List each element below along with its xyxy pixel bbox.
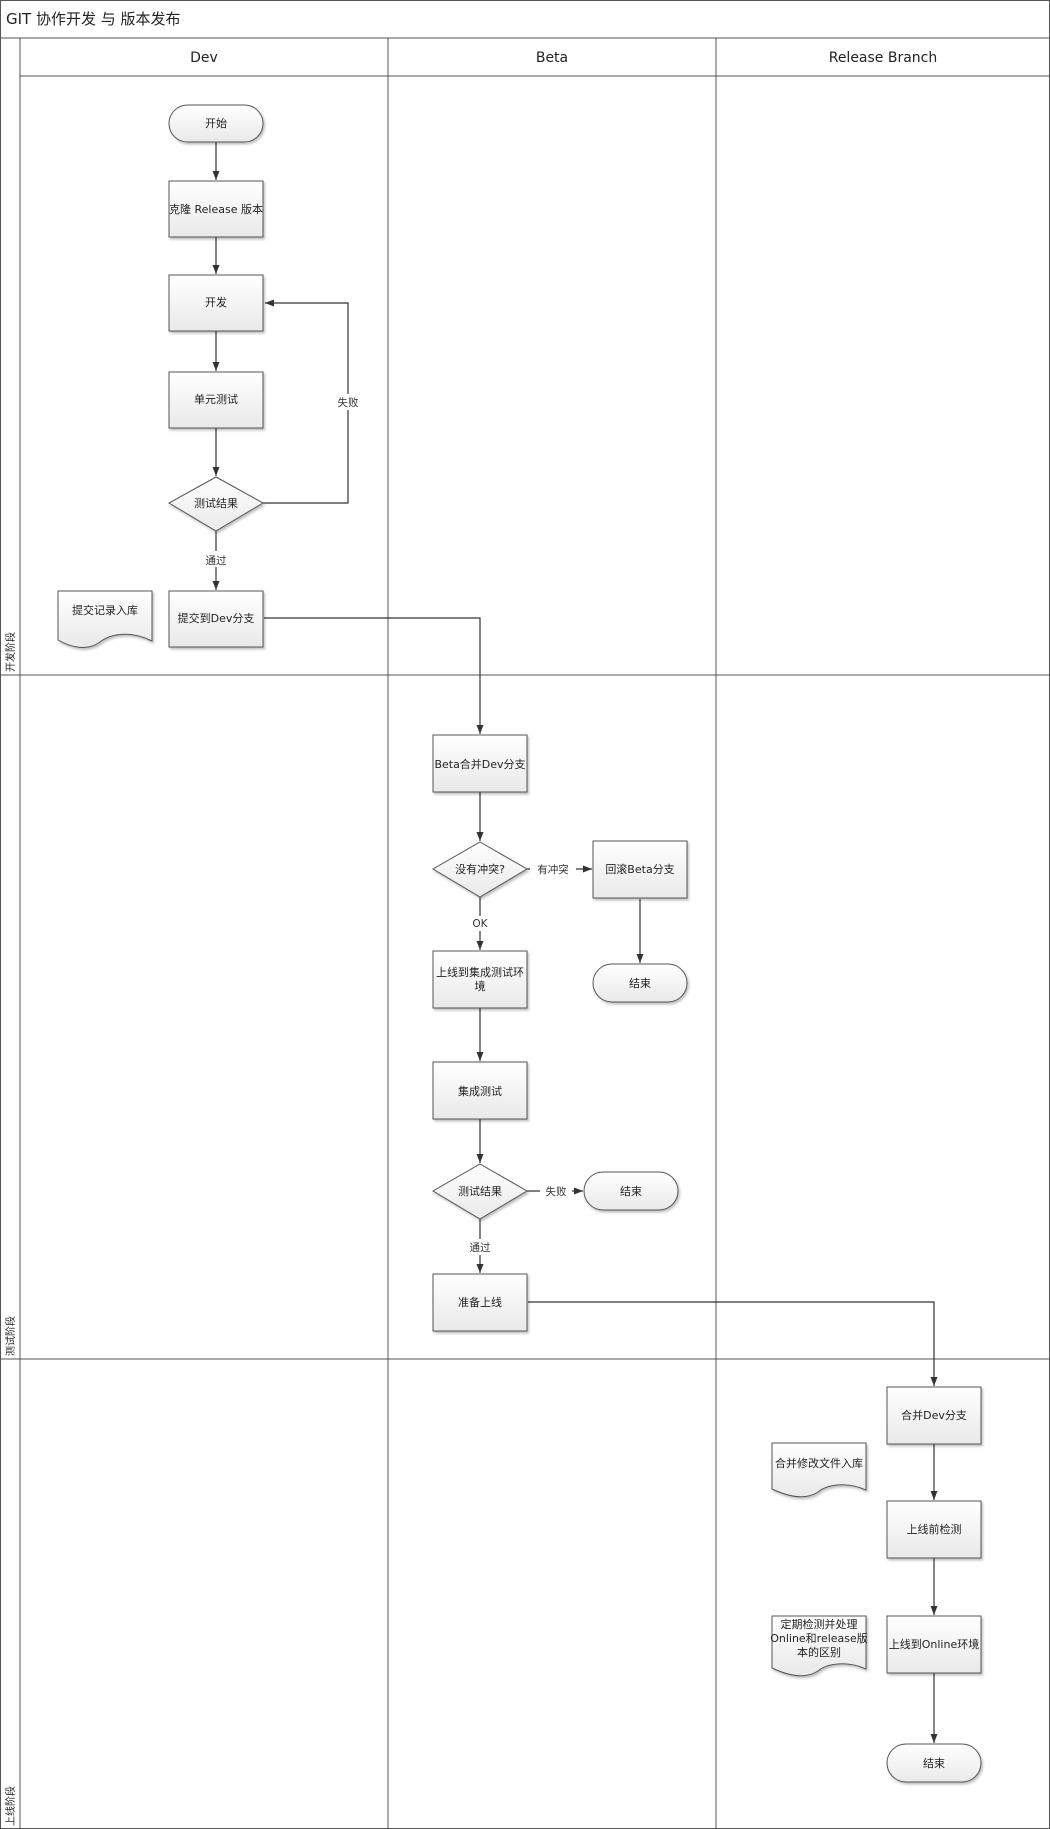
node-commit-dev: 提交到Dev分支 [168,590,264,648]
node-develop-label: 开发 [205,295,227,309]
lane-header-beta: Beta [536,50,568,66]
node-clone-release-label: 克隆 Release 版本 [169,202,263,216]
diagram-title: GIT 协作开发 与 版本发布 [6,10,181,28]
node-deploy-integration: 上线到集成测试环 境 [432,950,528,1009]
node-test-result-1: 测试结果 [167,476,265,532]
note-merge-files-label: 合并修改文件入库 [775,1456,863,1470]
node-integration-test: 集成测试 [432,1061,528,1120]
node-deploy-online-label: 上线到Online环境 [889,1637,979,1651]
node-unit-test: 单元测试 [168,371,264,429]
node-end-3-label: 结束 [923,1757,945,1770]
node-test-result-1-label: 测试结果 [194,497,238,510]
node-end-2-label: 结束 [620,1185,642,1198]
node-prepare-release: 准备上线 [432,1273,528,1332]
edge-label-fail-1: 失败 [338,396,359,409]
node-deploy-online: 上线到Online环境 [886,1615,982,1674]
node-merge-dev-label: 合并Dev分支 [901,1408,967,1422]
note-regular-check-line-2: Online和release版 [770,1631,868,1645]
node-prepare-release-label: 准备上线 [458,1295,502,1309]
edge-commit-to-beta-merge [264,617,484,734]
node-deploy-integration-line-2: 境 [475,979,486,993]
node-integration-test-label: 集成测试 [458,1084,502,1098]
node-end-3: 结束 [886,1743,982,1783]
edge-label-has-conflict: 有冲突 [537,863,569,876]
node-end-2: 结束 [583,1171,679,1211]
note-commit-record: 提交记录入库 [57,590,153,648]
phase-label-dev: 开发阶段 [4,632,17,672]
node-test-result-2: 测试结果 [432,1163,528,1220]
lane-header-release-branch: Release Branch [829,50,938,66]
node-merge-dev: 合并Dev分支 [886,1386,982,1445]
node-pre-check-label: 上线前检测 [907,1522,962,1536]
node-no-conflict-label: 没有冲突? [455,862,505,876]
node-end-1-label: 结束 [629,977,651,990]
edge-label-pass-2: 通过 [470,1241,491,1254]
note-regular-check: 定期检测并处理 Online和release版 本的区别 [770,1615,868,1677]
node-test-result-2-label: 测试结果 [458,1185,502,1198]
node-end-1: 结束 [592,963,688,1003]
note-merge-files: 合并修改文件入库 [771,1442,867,1498]
node-commit-dev-label: 提交到Dev分支 [178,611,255,625]
edge-label-pass-1: 通过 [206,554,227,567]
note-regular-check-line-1: 定期检测并处理 [781,1617,858,1631]
phase-label-test: 测试阶段 [4,1316,17,1356]
node-unit-test-label: 单元测试 [194,393,238,406]
note-commit-record-label: 提交记录入库 [72,603,138,617]
node-rollback-beta-label: 回滚Beta分支 [605,862,674,876]
edge-label-fail-2: 失败 [546,1185,567,1198]
node-start: 开始 [168,104,264,143]
node-clone-release: 克隆 Release 版本 [168,180,264,238]
phase-label-release: 上线阶段 [4,1786,17,1826]
node-pre-check: 上线前检测 [886,1500,982,1559]
node-beta-merge-label: Beta合并Dev分支 [434,757,525,771]
note-regular-check-line-3: 本的区别 [797,1645,841,1659]
node-no-conflict: 没有冲突? [432,841,528,898]
lane-header-dev: Dev [190,50,218,66]
edge-prepare-to-merge-dev [528,1301,938,1386]
node-develop: 开发 [168,274,264,332]
node-beta-merge: Beta合并Dev分支 [432,734,528,793]
node-start-label: 开始 [205,116,227,130]
node-rollback-beta: 回滚Beta分支 [592,840,688,899]
node-deploy-integration-line-1: 上线到集成测试环 [436,965,524,979]
edge-label-ok: OK [472,918,488,930]
edges [212,142,938,1743]
